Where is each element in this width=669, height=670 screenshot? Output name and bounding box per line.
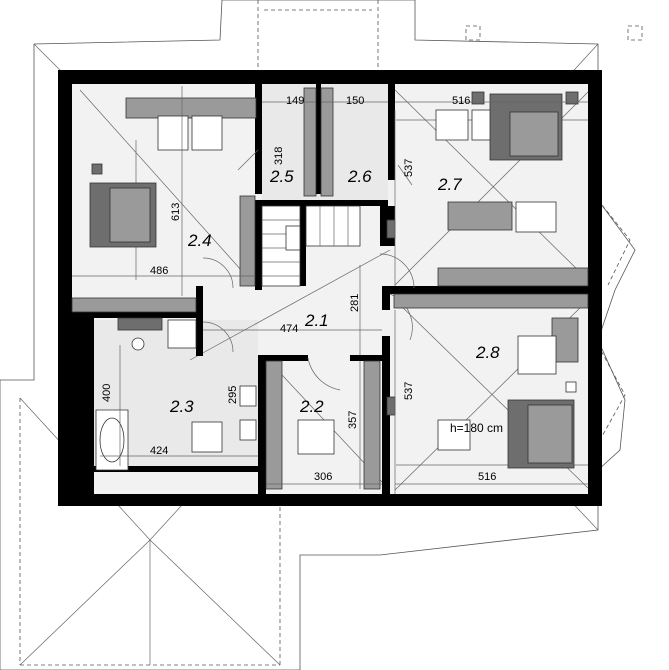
dim-357: 357 [347, 411, 359, 429]
furniture-2-2 [297, 419, 335, 455]
dimension-labels: 149 150 516 318 537 613 486 474 281 400 … [101, 95, 496, 483]
room-label-2-6: 2.6 [347, 167, 372, 186]
wardrobes [239, 195, 396, 490]
furniture-2-4 [71, 97, 257, 313]
furniture-2-8 [393, 293, 589, 469]
room-label-2-4: 2.4 [187, 231, 212, 250]
room-labels: 2.1 2.2 2.3 2.4 2.5 2.6 2.7 2.8 [169, 167, 500, 416]
dim-295: 295 [227, 386, 239, 404]
dim-149: 149 [286, 95, 304, 107]
staircase [261, 205, 361, 287]
dim-537-top: 537 [403, 159, 415, 177]
room-label-2-8: 2.8 [475, 343, 500, 362]
room-label-2-2: 2.2 [299, 397, 324, 416]
dim-486: 486 [150, 265, 168, 277]
dim-281: 281 [349, 294, 361, 312]
room-label-2-1: 2.1 [304, 311, 329, 330]
dim-613: 613 [170, 203, 182, 221]
dim-306: 306 [314, 471, 332, 483]
room-label-2-3: 2.3 [169, 397, 194, 416]
dim-516-top: 516 [452, 95, 470, 107]
furniture-2-7 [435, 91, 589, 287]
dim-400: 400 [101, 384, 113, 402]
outer-walls [58, 70, 602, 506]
chimney-right [627, 25, 643, 41]
dimension-lines [72, 86, 588, 494]
dim-537-bottom: 537 [403, 382, 415, 400]
ceiling-height-note: h=180 cm [450, 421, 503, 435]
dim-150: 150 [346, 95, 364, 107]
inner-walls [72, 84, 588, 494]
dim-318: 318 [273, 147, 285, 165]
room-label-2-7: 2.7 [437, 175, 462, 194]
furniture-2-5-2-6 [303, 87, 334, 197]
doors [202, 149, 415, 391]
chimney-left [465, 25, 481, 41]
dim-424: 424 [150, 445, 168, 457]
dim-516-bottom: 516 [478, 471, 496, 483]
dim-474: 474 [280, 323, 298, 335]
room-label-2-5: 2.5 [269, 167, 294, 186]
